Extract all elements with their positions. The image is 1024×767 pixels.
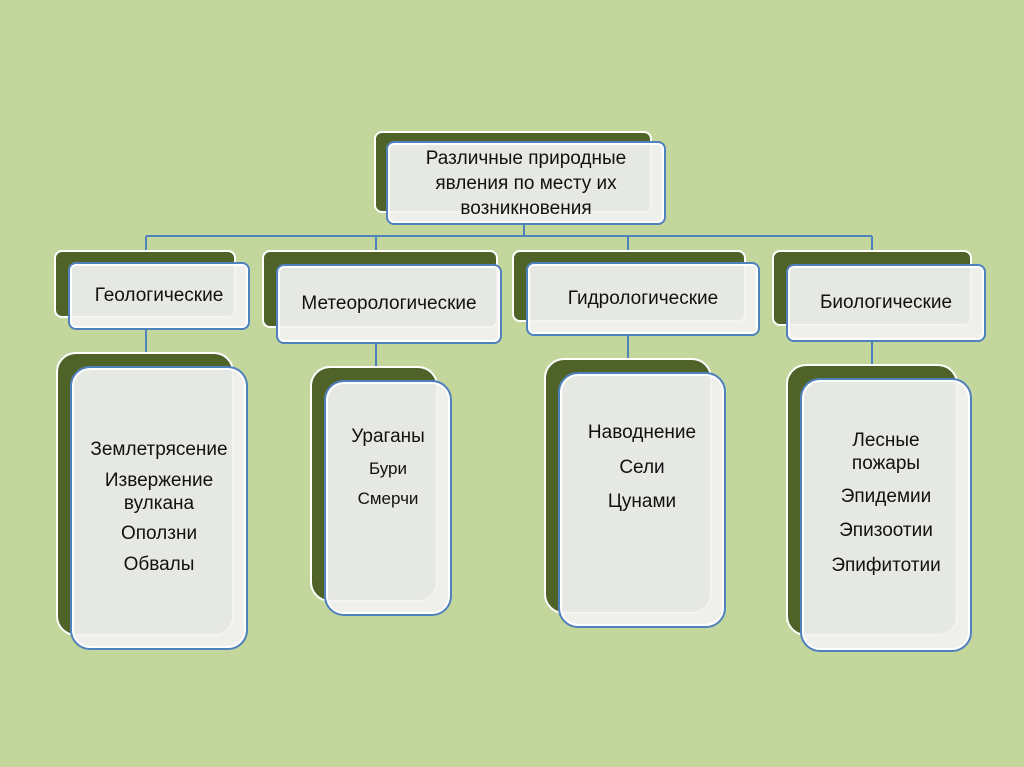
items-bio: Лесные пожары Эпидемии Эпизоотии Эпифито… [800,378,972,652]
list-item: Извержение вулкана [104,469,214,514]
root-node-label: Различные природные явления по месту их … [425,147,627,219]
list-item: Эпидемии [840,485,932,507]
list-item: Эпизоотии [839,520,933,542]
items-meteo: Ураганы Бури Смерчи [324,380,452,616]
list-item: Ураганы [351,426,425,448]
category-bio-label: Биологические [819,292,953,313]
list-item: Бури [368,459,408,478]
list-item: Цунами [607,491,677,513]
category-hydro: Гидрологические [526,262,760,336]
category-geologic: Геологические [68,262,250,330]
items-geologic: Землетрясение Извержение вулкана Оползни… [70,366,248,650]
root-node: Различные природные явления по месту их … [386,141,666,225]
list-item: Наводнение [587,421,697,443]
list-item: Смерчи [357,489,419,509]
list-item: Оползни [120,523,198,545]
category-hydro-label: Гидрологические [567,288,719,309]
items-hydro: Наводнение Сели Цунами [558,372,726,628]
category-bio: Биологические [786,264,986,342]
category-meteo-label: Метеорологические [301,293,477,314]
list-item: Обвалы [123,554,195,576]
category-meteo: Метеорологические [276,264,502,344]
category-geologic-label: Геологические [94,285,224,306]
list-item: Сели [619,456,665,478]
list-item: Землетрясение [90,439,228,460]
list-item: Эпифитотии [831,555,941,577]
list-item: Лесные пожары [851,430,921,474]
